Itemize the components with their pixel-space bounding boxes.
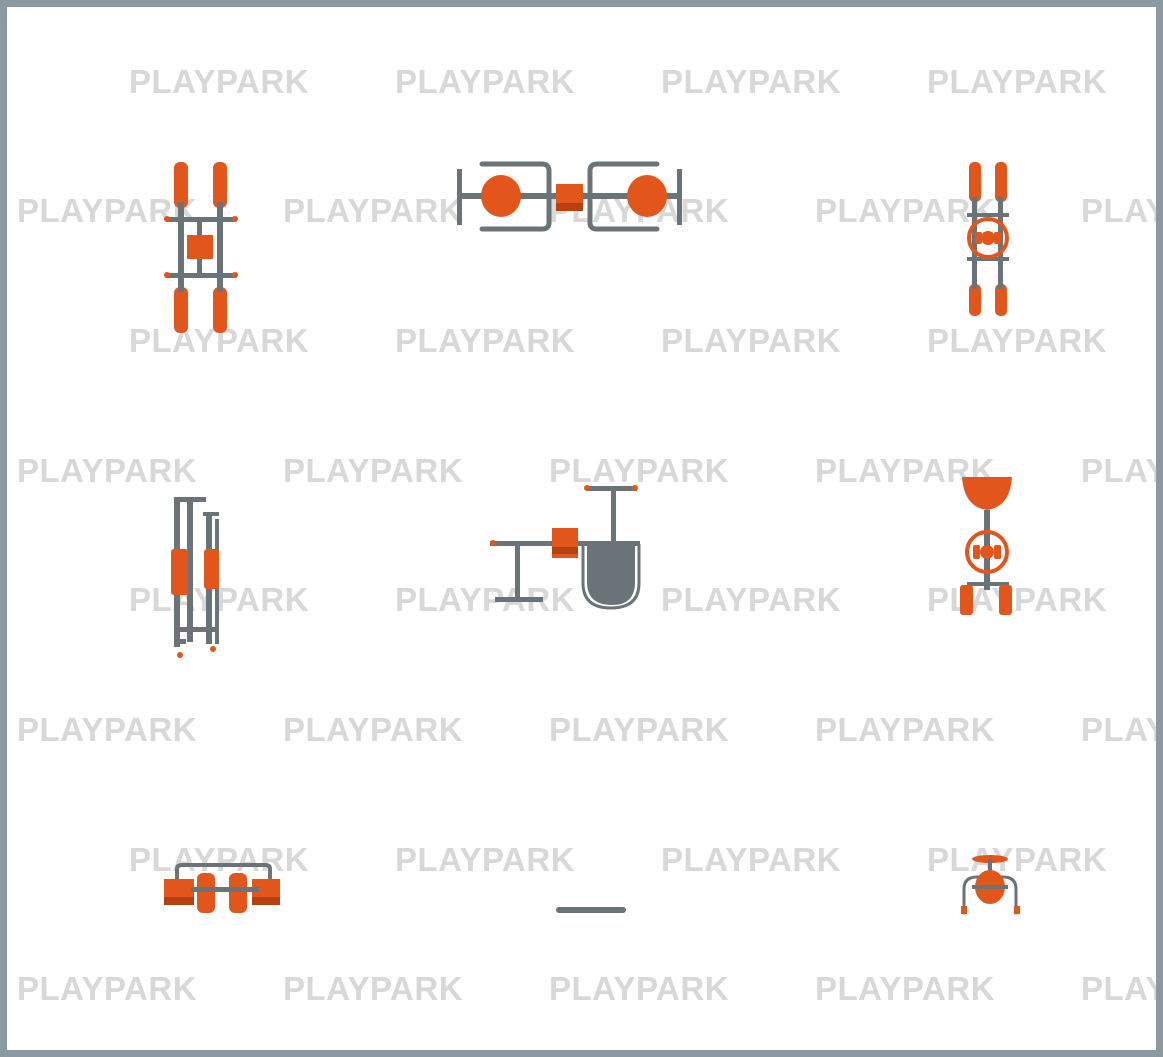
wheel-station-side-view	[961, 855, 1020, 915]
double-seat-side-view	[490, 485, 641, 610]
equipment-drawing: .st { fill: #6a7478; } .stk { stroke: #6…	[164, 161, 1020, 915]
leg-press-side-view	[171, 497, 219, 658]
double-seat-top-view	[457, 161, 682, 232]
wheel-station-top-view	[967, 162, 1009, 316]
wheel-station-front-view	[960, 477, 1012, 615]
double-seat-front-view	[556, 907, 626, 913]
leg-press-front-view	[164, 863, 280, 913]
leg-press-top-view	[164, 162, 238, 333]
